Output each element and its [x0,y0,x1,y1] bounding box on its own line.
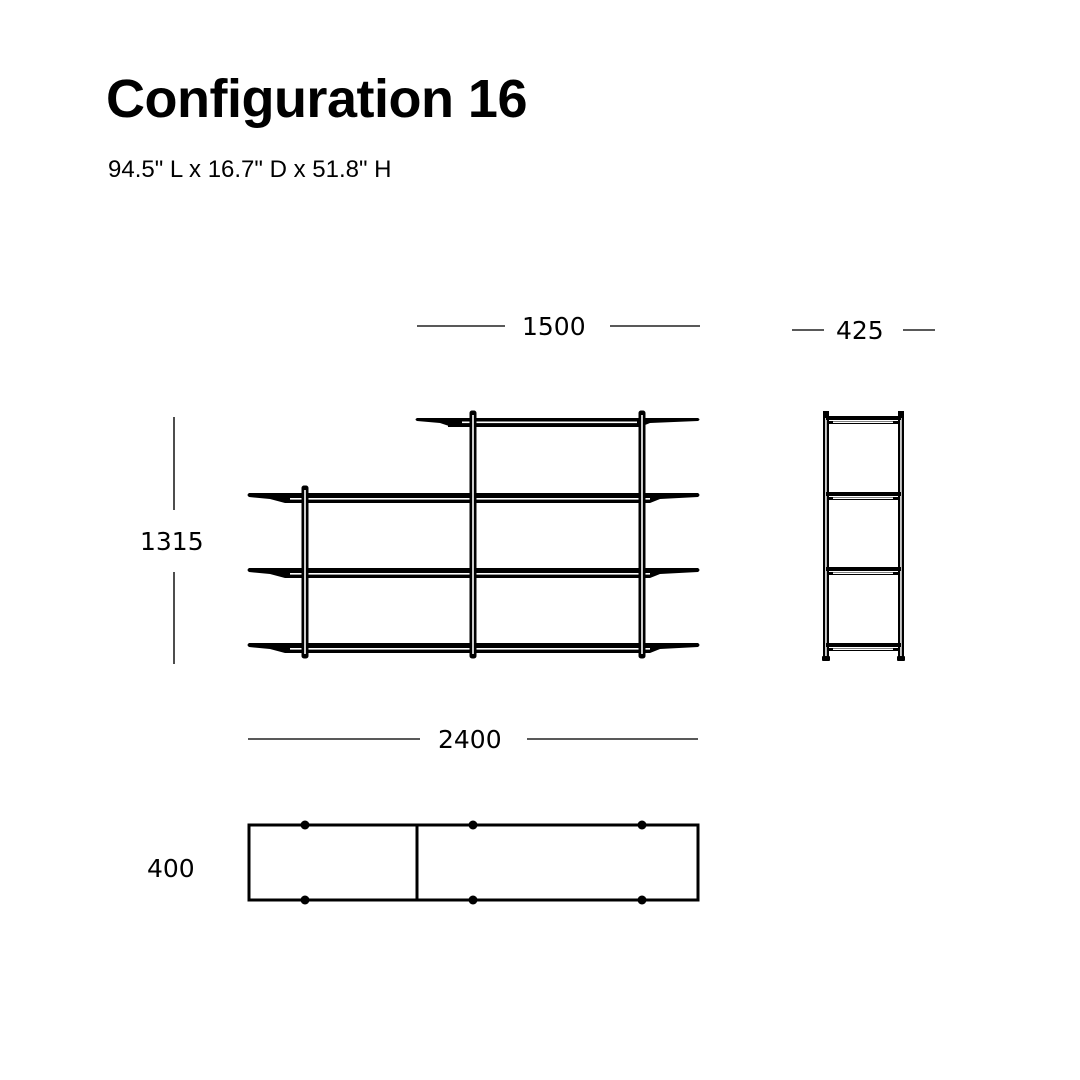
dim-label-upper-width: 1500 [522,312,586,341]
dim-label-plan-depth: 400 [147,854,195,883]
dim-label-total-width: 2400 [438,725,502,754]
plan-post-dots [300,820,647,905]
dimension-lines [173,325,935,740]
side-shelf-2 [826,492,901,500]
side-shelf-3 [826,567,901,575]
side-shelf-1 [826,416,901,424]
side-shelf-4 [826,643,901,651]
side-elevation [822,411,905,661]
page-title: Configuration 16 [106,69,528,129]
plan-view [247,820,700,905]
post-middle [469,410,477,659]
post-right [638,410,646,659]
dim-label-height: 1315 [140,527,204,556]
front-elevation [247,410,700,659]
overall-dimensions-inches: 94.5" L x 16.7" D x 51.8" H [108,156,392,183]
post-left [301,485,309,659]
dim-label-side-depth: 425 [836,316,884,345]
